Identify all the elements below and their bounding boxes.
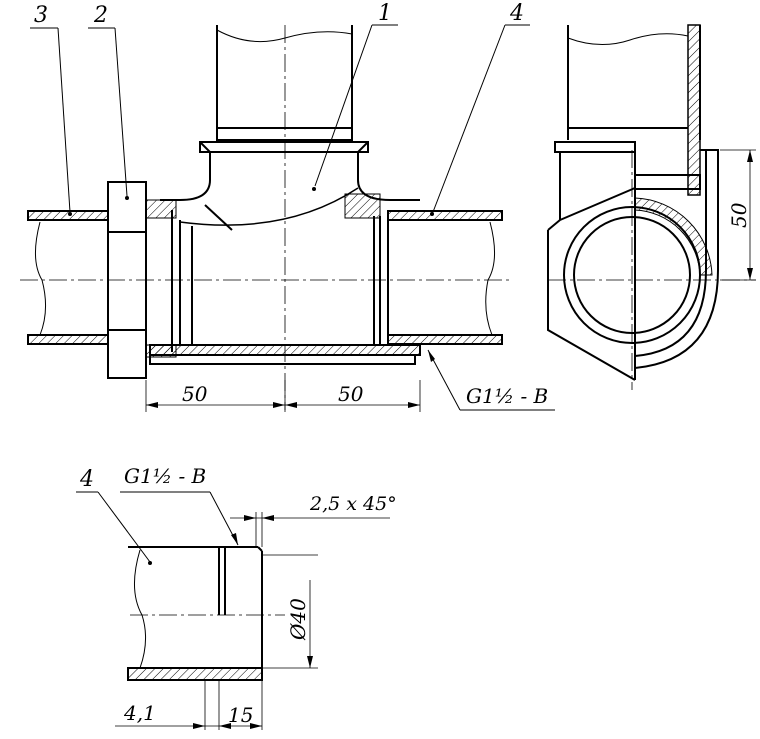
dimension-side-50: 50 (727, 202, 751, 228)
label-part-3: 3 (34, 3, 48, 28)
left-pipe (27, 210, 109, 345)
label-part-4-detail: 4 (79, 467, 94, 492)
dimension-left-50: 50 (182, 382, 208, 406)
thread-label-top: G1½ - B (466, 384, 548, 408)
dimension-4-1: 4,1 (123, 701, 156, 725)
diameter-label: Ø40 (286, 598, 310, 641)
label-part-4-top: 4 (509, 1, 524, 26)
dimension-15: 15 (228, 703, 253, 727)
thread-label-detail: G1½ - B (124, 464, 206, 488)
label-part-1: 1 (378, 1, 392, 26)
dimension-50-50 (145, 380, 421, 412)
thread-callout-top (427, 349, 555, 411)
centerlines (20, 25, 510, 410)
vertical-pipe (216, 25, 353, 141)
assembly-front-view: 3 2 1 4 50 50 G1½ - B (20, 1, 555, 412)
dimension-right-50: 50 (338, 382, 364, 406)
label-part-2: 2 (93, 3, 108, 28)
assembly-side-view (547, 24, 756, 390)
chamfer-label: 2,5 x 45° (309, 493, 397, 515)
tee-fill-left (344, 193, 381, 219)
right-pipe (387, 210, 503, 345)
detail-view-part-4 (76, 491, 390, 730)
part-leaders (30, 24, 530, 216)
